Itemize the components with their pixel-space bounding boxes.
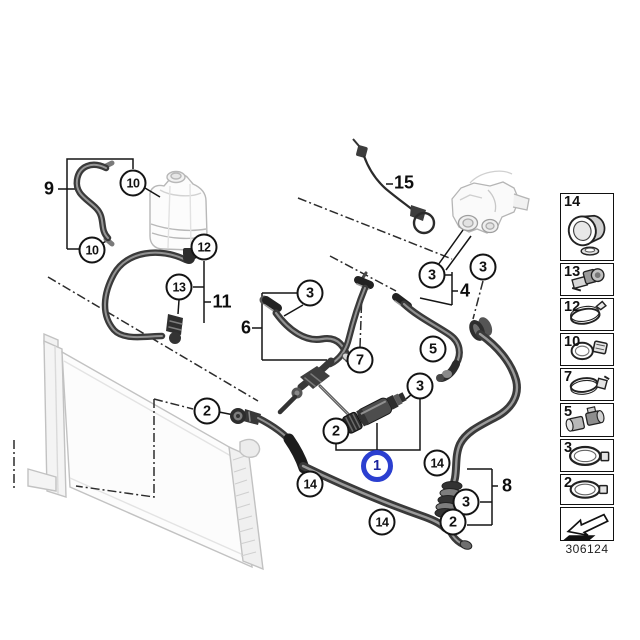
legend-cell-arrow — [560, 507, 614, 541]
legend-number: 12 — [564, 299, 581, 315]
expansion-tank-drawing — [149, 170, 208, 259]
legend-cell-2[interactable]: 2 — [560, 474, 614, 505]
callout-12[interactable]: 12 — [190, 233, 218, 261]
callout-13[interactable]: 13 — [165, 273, 193, 301]
coolant-hose-assembly — [230, 317, 521, 550]
hose-clamp-icon — [569, 480, 608, 499]
legend-number: 10 — [564, 334, 581, 350]
connecting-hose-5 — [392, 293, 463, 382]
sensor-wire-15 — [352, 138, 436, 235]
callout-2[interactable]: 2 — [439, 508, 467, 536]
band-clamp-buckle-icon — [569, 375, 610, 395]
callout-2[interactable]: 2 — [322, 417, 350, 445]
legend-cell-14[interactable]: 14 — [560, 193, 614, 261]
callout-10[interactable]: 10 — [78, 236, 106, 264]
callout-2[interactable]: 2 — [193, 397, 221, 425]
callout-10[interactable]: 10 — [119, 169, 147, 197]
callout-7[interactable]: 7 — [346, 346, 374, 374]
callout-3[interactable]: 3 — [418, 261, 446, 289]
direction-arrow-icon — [563, 513, 609, 540]
callout-14[interactable]: 14 — [296, 470, 324, 498]
legend-cell-10[interactable]: 10 — [560, 333, 614, 366]
legend-number: 14 — [564, 194, 581, 210]
callout-8[interactable]: 8 — [501, 475, 513, 496]
thermostat-drawing — [451, 170, 530, 234]
hose-clamp-icon — [568, 445, 610, 467]
radiator-drawing — [27, 332, 264, 571]
callout-3[interactable]: 3 — [296, 279, 324, 307]
legend-cell-3[interactable]: 3 — [560, 439, 614, 472]
fitting-13 — [166, 314, 183, 344]
callout-9[interactable]: 9 — [43, 178, 55, 199]
callout-5[interactable]: 5 — [419, 335, 447, 363]
band-clamp-icon — [570, 300, 607, 325]
quick-coupling-icon — [565, 406, 605, 432]
legend-cell-12[interactable]: 12 — [560, 298, 614, 331]
diagram-code: 306124 — [565, 542, 609, 556]
fitting-12 — [183, 248, 195, 264]
callout-14[interactable]: 14 — [423, 449, 451, 477]
radiator-connector — [230, 408, 261, 425]
callout-6[interactable]: 6 — [240, 317, 252, 338]
legend-number: 3 — [564, 440, 573, 456]
callout-14[interactable]: 14 — [368, 508, 396, 536]
legend-cell-5[interactable]: 5 — [560, 403, 614, 437]
screw-clamp-icon — [570, 340, 608, 361]
legend-number: 2 — [564, 475, 573, 491]
vent-hose-9 — [73, 160, 115, 247]
callout-highlight-1[interactable]: 1 — [361, 450, 393, 482]
tank-hose-11 — [101, 248, 195, 344]
callout-3[interactable]: 3 — [469, 253, 497, 281]
clamp-small-icon — [571, 268, 605, 292]
legend-number: 7 — [564, 369, 573, 385]
legend-cell-7[interactable]: 7 — [560, 368, 614, 401]
callout-11[interactable]: 11 — [212, 291, 232, 312]
legend-number: 5 — [564, 404, 573, 420]
legend-cell-13[interactable]: 13 — [560, 263, 614, 296]
legend-number: 13 — [564, 264, 581, 280]
hose-sleeve-icon — [567, 214, 606, 256]
callout-3[interactable]: 3 — [406, 372, 434, 400]
heater-hose-7 — [277, 271, 374, 420]
callout-15[interactable]: 15 — [393, 172, 415, 193]
callout-4[interactable]: 4 — [459, 280, 471, 301]
